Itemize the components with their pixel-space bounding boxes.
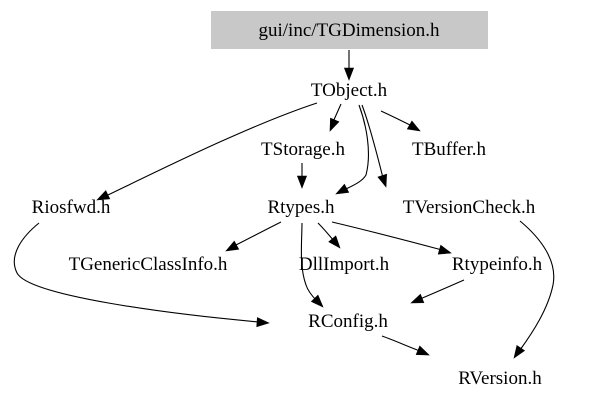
graph-node-root[interactable]: gui/inc/TGDimension.h: [211, 11, 488, 49]
edge-tobject-to-tstorage: [329, 103, 342, 132]
arrowhead: [410, 293, 425, 304]
graph-node-rtypes[interactable]: Rtypes.h: [267, 197, 335, 218]
arrowhead: [256, 317, 270, 328]
edge-rtypeinfo-to-rconfig: [410, 279, 465, 304]
edge-tobject-to-riosfwd: [96, 102, 318, 201]
graph-node-tbuffer[interactable]: TBuffer.h: [412, 139, 487, 160]
node-highlight-box: [211, 11, 488, 49]
node-label-tgenericclassinfo: TGenericClassInfo.h: [69, 254, 228, 275]
graph-node-tgenericclassinfo[interactable]: TGenericClassInfo.h: [69, 254, 228, 275]
arrowhead: [328, 235, 341, 249]
edge-line: [331, 221, 443, 251]
node-label-tbuffer: TBuffer.h: [412, 139, 487, 160]
graph-node-rversion[interactable]: RVersion.h: [458, 368, 542, 389]
node-label-dllimport: DllImport.h: [299, 254, 390, 275]
node-label-rconfig: RConfig.h: [308, 311, 388, 332]
graph-node-riosfwd[interactable]: Riosfwd.h: [32, 197, 111, 218]
edge-line: [361, 104, 384, 179]
edge-riosfwd-to-rconfig: [13, 222, 270, 328]
edge-layer: [13, 50, 555, 359]
edge-tobject-to-rtypes: [335, 104, 369, 195]
edge-tobject-to-tbuffer: [380, 110, 421, 132]
arrowhead: [437, 244, 452, 255]
edge-line: [233, 221, 282, 247]
node-label-tstorage: TStorage.h: [261, 139, 345, 160]
edge-tversioncheck-to-rversion: [513, 220, 555, 359]
edge-line: [381, 335, 421, 352]
arrowhead: [310, 294, 324, 308]
node-label-root: gui/inc/TGDimension.h: [258, 20, 440, 41]
edge-line: [13, 222, 260, 323]
edge-line: [519, 220, 555, 351]
graph-node-rtypeinfo[interactable]: Rtypeinfo.h: [452, 254, 543, 275]
edge-line: [300, 222, 318, 302]
edge-tstorage-to-rtypes: [296, 163, 308, 189]
arrowhead: [513, 344, 526, 359]
edge-rtypes-to-rconfig: [300, 222, 324, 308]
edge-line: [343, 104, 369, 191]
edge-root-to-tobject: [343, 50, 355, 81]
arrowhead: [415, 345, 430, 356]
arrowhead: [335, 183, 350, 195]
arrowhead: [343, 67, 355, 81]
node-label-tversioncheck: TVersionCheck.h: [403, 197, 536, 218]
edge-tobject-to-tversioncheck: [361, 104, 387, 188]
graph-node-rconfig[interactable]: RConfig.h: [308, 311, 388, 332]
arrowhead: [96, 190, 111, 201]
graph-node-tversioncheck[interactable]: TVersionCheck.h: [403, 197, 536, 218]
edge-rtypes-to-tgenericclassinfo: [225, 221, 282, 252]
edge-line: [105, 102, 318, 197]
arrowhead: [377, 173, 387, 188]
edge-line: [332, 103, 342, 123]
node-layer: gui/inc/TGDimension.hTObject.hTStorage.h…: [32, 11, 543, 389]
node-label-tobject: TObject.h: [311, 80, 388, 101]
graph-node-tobject[interactable]: TObject.h: [311, 80, 388, 101]
node-label-rtypes: Rtypes.h: [267, 197, 335, 218]
arrowhead: [225, 240, 240, 252]
edge-rtypes-to-dllimport: [317, 222, 341, 249]
edge-rconfig-to-rversion: [381, 335, 430, 356]
arrowhead: [329, 117, 340, 132]
graph-node-dllimport[interactable]: DllImport.h: [299, 254, 390, 275]
edge-rtypes-to-rtypeinfo: [331, 221, 452, 255]
node-label-rtypeinfo: Rtypeinfo.h: [452, 254, 543, 275]
arrowhead: [296, 175, 308, 189]
edge-line: [419, 279, 465, 300]
node-label-rversion: RVersion.h: [458, 368, 542, 389]
arrowhead: [406, 120, 421, 132]
graph-node-tstorage[interactable]: TStorage.h: [261, 139, 345, 160]
node-label-riosfwd: Riosfwd.h: [32, 197, 111, 218]
